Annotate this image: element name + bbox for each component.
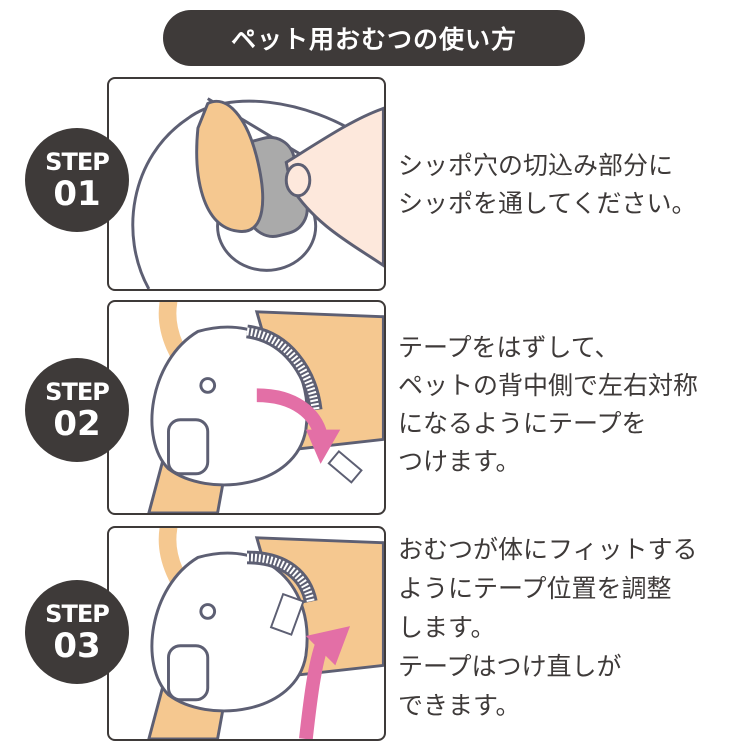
step-label: STEP	[45, 377, 110, 406]
step-2-illustration	[107, 300, 386, 515]
step-number: 03	[53, 625, 101, 666]
step-2-badge: STEP 02	[25, 358, 129, 462]
step-label: STEP	[45, 147, 110, 176]
page-title: ペット用おむつの使い方	[163, 10, 585, 66]
step-3-description: おむつが体にフィットする ようにテープ位置を調整 します。 テープはつけ直しが …	[398, 535, 698, 720]
step-3-badge: STEP 03	[25, 580, 129, 684]
step-number: 01	[53, 173, 101, 214]
step-1-illustration	[107, 77, 386, 291]
step-number: 02	[53, 403, 101, 444]
step-1-description: シッポ穴の切込み部分に シッポを通してください。	[398, 151, 697, 218]
step-1-badge: STEP 01	[25, 128, 129, 232]
step-3-illustration	[107, 526, 386, 741]
step-2-description: テープをはずして、 ペットの背中側で左右対称 になるようにテープを つけます。	[398, 333, 699, 476]
step-label: STEP	[45, 599, 110, 628]
